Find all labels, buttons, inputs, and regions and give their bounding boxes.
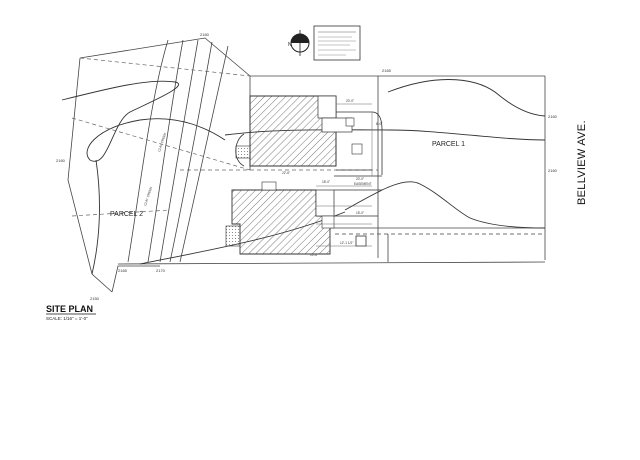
- parcel-1-label: PARCEL 1: [432, 141, 465, 148]
- contour-label: 2150: [90, 296, 100, 301]
- site-plan-title: SITE PLAN: [46, 304, 93, 314]
- creek-label: CLAY CREEK: [143, 185, 153, 206]
- contour-label: 2160: [548, 168, 558, 173]
- dimension-label: 10'-6": [310, 253, 318, 257]
- dimension-label: 22'-6": [282, 171, 290, 175]
- contour-label: 2165: [382, 68, 392, 73]
- north-arrow-icon: [290, 30, 310, 56]
- title-block: [313, 25, 361, 61]
- dimension-label: 12'-1 1/2": [340, 241, 353, 245]
- parcel-1-boundary: [117, 75, 546, 265]
- dimension-lines: [316, 103, 373, 247]
- street-name-label: BELLVIEW AVE.: [576, 120, 588, 205]
- upper-building: [235, 95, 363, 167]
- north-label: N: [288, 42, 292, 48]
- contour-label: 2160: [200, 32, 210, 37]
- contour-label: 2170: [156, 268, 166, 273]
- parcel-2-label: PARCEL 2: [110, 211, 143, 218]
- creek-lines: [127, 39, 229, 263]
- lower-building: [225, 181, 335, 255]
- dimension-label: 20'-0": [356, 177, 364, 181]
- scale-text: SCALE: 1/16" = 1'-0": [46, 316, 88, 321]
- dimension-label: 20'-0": [346, 99, 354, 103]
- easement-label: EASEMENT: [354, 182, 372, 186]
- dimension-label: 18'-0": [356, 211, 364, 215]
- contour-label: 2160: [56, 158, 66, 163]
- contour-label: 2165: [118, 268, 128, 273]
- contour-label: 2160: [548, 114, 558, 119]
- dimension-label: 6'-0": [376, 122, 382, 126]
- creek-label: CLAY CREEK: [157, 131, 167, 152]
- dimension-label: 18'-0": [322, 180, 330, 184]
